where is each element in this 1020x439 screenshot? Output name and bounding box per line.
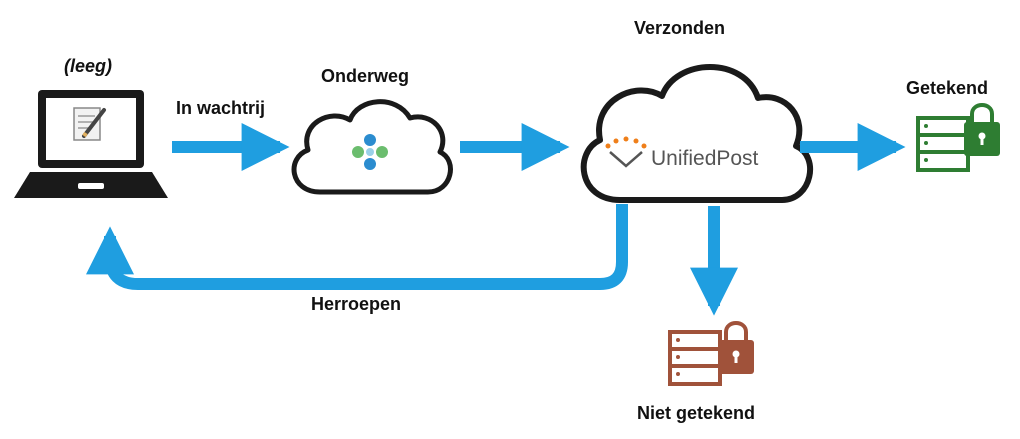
laptop-state-label: (leeg): [64, 56, 113, 76]
cloud-icon: [291, 99, 453, 195]
in-transit-label: Onderweg: [321, 66, 410, 86]
arrow-revoke: [86, 204, 628, 290]
server-lock-icon: [668, 321, 754, 386]
document-edit-icon: [73, 107, 106, 141]
people-circle-icon: [352, 134, 388, 170]
unifiedpost-logo-icon: [605, 136, 647, 168]
brand-name: UnifiedPost: [651, 147, 759, 170]
cloud-icon: [580, 64, 813, 203]
not-signed-label: Niet getekend: [637, 403, 756, 423]
laptop-icon: [14, 90, 168, 198]
revoke-label: Herroepen: [311, 294, 402, 314]
queued-label: In wachtrij: [176, 98, 266, 118]
signed-label: Getekend: [906, 78, 989, 98]
brand-cloud: UnifiedPost: [580, 64, 813, 203]
transit-cloud: [291, 99, 453, 195]
server-lock-icon: [916, 103, 1000, 172]
sent-label: Verzonden: [634, 18, 726, 38]
